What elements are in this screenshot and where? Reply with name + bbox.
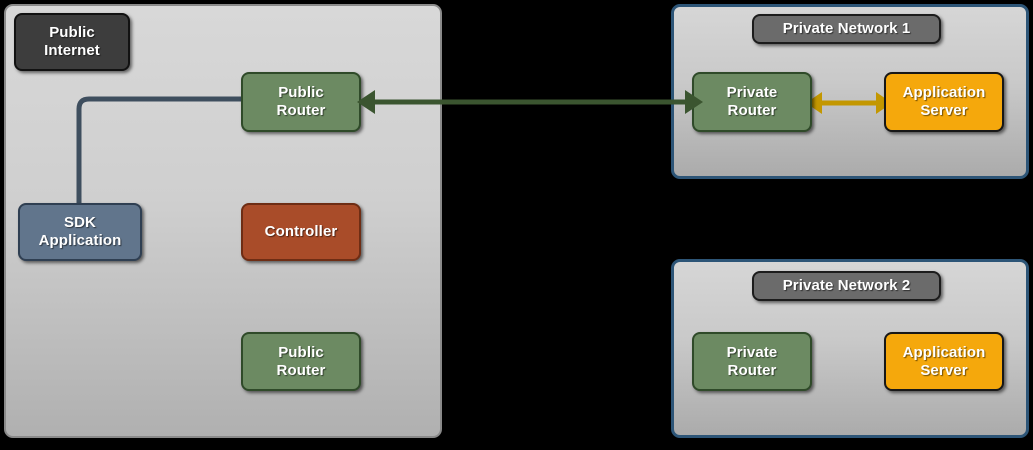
connector-public-router-to-private-router xyxy=(357,90,703,114)
connector-internet-to-public-router xyxy=(68,88,260,222)
node-public-router-bottom-label: Public Router xyxy=(276,343,326,379)
node-controller[interactable]: Controller xyxy=(241,203,361,261)
node-public-internet[interactable]: Public Internet xyxy=(14,13,130,71)
node-public-router-bottom[interactable]: Public Router xyxy=(241,332,361,391)
node-private-router-1[interactable]: Private Router xyxy=(692,72,812,132)
node-public-router-top-label: Public Router xyxy=(276,84,326,119)
node-sdk-application-label: SDK Application xyxy=(38,214,122,249)
node-application-server-2[interactable]: Application Server xyxy=(884,332,1004,391)
node-private-router-2-label: Private Router xyxy=(726,343,778,379)
private-network-2-title-label: Private Network 2 xyxy=(782,277,911,295)
private-network-1-title-label: Private Network 1 xyxy=(782,20,911,38)
private-network-2-title: Private Network 2 xyxy=(752,271,941,301)
node-controller-label: Controller xyxy=(264,223,338,241)
node-application-server-1-label: Application Server xyxy=(902,84,986,119)
node-private-router-1-label: Private Router xyxy=(726,84,778,119)
node-private-router-2[interactable]: Private Router xyxy=(692,332,812,391)
node-application-server-1[interactable]: Application Server xyxy=(884,72,1004,132)
node-public-internet-label: Public Internet xyxy=(44,24,100,59)
node-application-server-2-label: Application Server xyxy=(902,343,986,379)
node-public-router-top[interactable]: Public Router xyxy=(241,72,361,132)
node-sdk-application[interactable]: SDK Application xyxy=(18,203,142,261)
private-network-1-title: Private Network 1 xyxy=(752,14,941,44)
connector-private-router-to-app-server xyxy=(806,92,892,114)
